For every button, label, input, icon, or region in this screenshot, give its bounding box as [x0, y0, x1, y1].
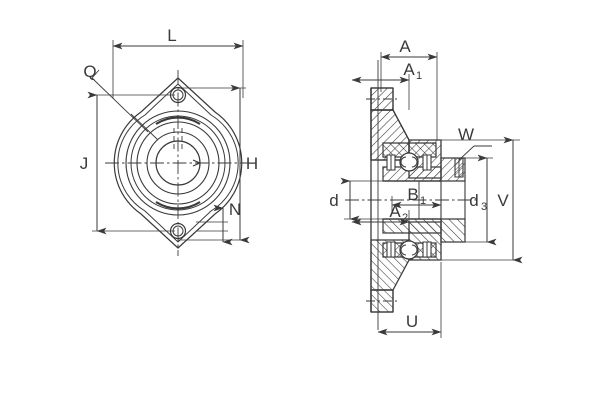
label-B1: B [407, 185, 418, 204]
dimension-text-layer: L Q J H N A A 1 W B 1 A 2 d d 3 V U [80, 26, 510, 331]
label-d3: d [469, 191, 478, 210]
dimension-N [196, 204, 233, 246]
outer-race-upper [382, 142, 437, 158]
dimension-d [340, 177, 386, 223]
leader-Q [91, 69, 159, 141]
seal-upper [386, 154, 432, 171]
ball-lower [399, 240, 419, 260]
dimension-J [87, 91, 175, 235]
label-U: U [406, 312, 418, 331]
ball-upper [399, 152, 419, 172]
front-view [87, 40, 252, 256]
dimension-A2 [351, 210, 410, 228]
section-view [340, 52, 523, 338]
label-V: V [497, 191, 509, 210]
dimension-B1 [391, 190, 442, 212]
label-A1: A [403, 60, 415, 79]
label-d3-subscript: 3 [481, 201, 487, 213]
dimension-U [377, 262, 442, 338]
label-H: H [246, 154, 258, 173]
set-screw [454, 157, 464, 178]
label-L: L [167, 26, 176, 45]
label-J: J [80, 154, 89, 173]
label-A2-subscript: 2 [402, 212, 408, 224]
seal-lower [386, 241, 432, 258]
dimension-H [178, 84, 250, 244]
dimension-A [380, 52, 438, 140]
leader-W [458, 145, 492, 161]
collar-lower [440, 218, 466, 243]
label-d: d [329, 191, 338, 210]
label-N: N [229, 200, 241, 219]
dimension-d3 [465, 154, 497, 246]
label-A: A [399, 37, 411, 56]
label-Q: Q [83, 62, 96, 81]
centre-ticks [192, 159, 201, 167]
keyway-centre [173, 128, 183, 150]
inner-race-lower [382, 218, 442, 234]
centre-lines [105, 70, 252, 256]
label-W: W [458, 125, 474, 144]
dimension-V [409, 136, 523, 264]
label-A1-subscript: 1 [416, 70, 422, 82]
label-B1-subscript: 1 [420, 195, 426, 207]
label-A2: A [389, 202, 401, 221]
dimension-A1 [351, 74, 410, 110]
